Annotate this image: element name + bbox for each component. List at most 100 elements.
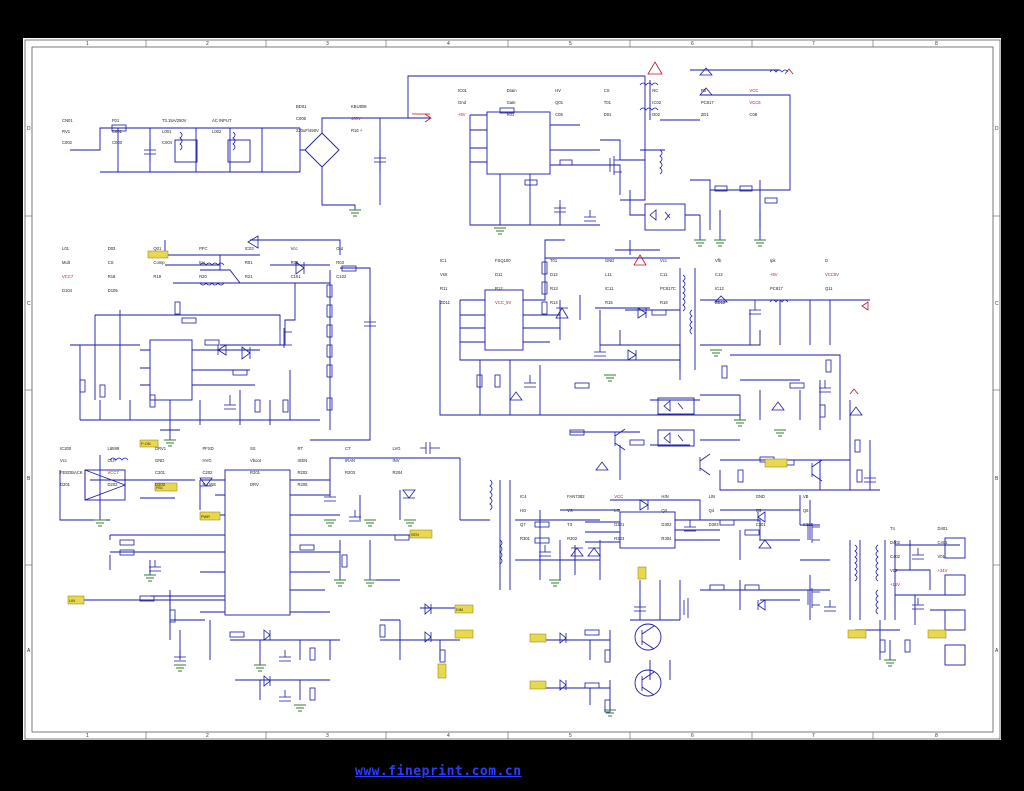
driver-component-label: FAN7382	[567, 494, 585, 499]
driver-component-label: D302	[661, 522, 672, 527]
driver-component-label: IC4	[520, 494, 527, 499]
llc-component-label: R202	[298, 470, 309, 475]
main_flyback-component-label: IC11	[605, 286, 614, 291]
border-column-label: 2	[206, 41, 209, 47]
border-column-label: 5	[569, 41, 572, 47]
standby-component-label: IC01	[458, 88, 468, 93]
main_flyback-component-label: R13	[550, 286, 558, 291]
supply-markers	[412, 61, 869, 395]
driver-component-label: Q3	[661, 508, 667, 513]
main_flyback-component-label: D	[825, 258, 828, 263]
border-column-label: 3	[326, 733, 329, 739]
pfc-component-label: R18	[108, 274, 116, 279]
border-row-label: B	[27, 476, 31, 482]
emi-component-label: C002	[62, 140, 73, 145]
ground-symbols	[94, 209, 896, 717]
driver-component-label: C301	[756, 522, 767, 527]
pfc-component-label: Out	[336, 246, 344, 251]
driver-component-label: D303	[709, 522, 720, 527]
pfc-component-label: Q01	[153, 246, 162, 251]
driver-component-label: D301	[614, 522, 625, 527]
output-component-label: T4	[890, 526, 896, 531]
output-component-label: V02	[890, 568, 898, 573]
border-row-label: B	[995, 476, 999, 482]
standby-component-label: HV	[555, 88, 561, 93]
main_flyback-component-label: R12	[495, 286, 503, 291]
pfc-component-label: Mult	[62, 260, 71, 265]
border-column-label: 2	[206, 733, 209, 739]
net-tag-label: SEN	[411, 533, 419, 537]
driver-component-label: Q4	[709, 508, 715, 513]
pfc-component-label: IC03	[245, 246, 255, 251]
llc-component-label: VCC7	[108, 470, 120, 475]
llc-component-label: C201	[155, 470, 166, 475]
main_flyback-component-label: VCC_5V	[495, 300, 511, 305]
driver-component-label: R302	[567, 536, 578, 541]
standby-component-label: CS	[604, 88, 610, 93]
emi-component-label: C001	[112, 129, 123, 134]
llc-component-label: IRAN	[345, 458, 355, 463]
pfc-component-label: R19	[153, 274, 161, 279]
border-row-label: A	[995, 648, 999, 654]
driver-component-label: Q6	[803, 508, 809, 513]
main_flyback-component-label: D11	[495, 272, 503, 277]
main_flyback-component-label: C12	[715, 272, 723, 277]
emi-component-label: F01	[112, 118, 120, 123]
main_flyback-component-label: R16	[660, 300, 668, 305]
standby-component-label: T01	[604, 100, 612, 105]
pfc-component-label: R03	[336, 260, 344, 265]
component-symbols	[79, 67, 924, 713]
main_flyback-component-label: IC12	[715, 286, 725, 291]
driver-component-label: LO	[614, 508, 620, 513]
border-row-label: C	[27, 301, 31, 307]
standby-component-label: D01	[604, 112, 612, 117]
llc-component-label: FEEDBACK	[60, 470, 83, 475]
main_flyback-component-label: PC817	[770, 286, 783, 291]
border-row-label: D	[995, 126, 999, 132]
output-component-label: D401	[938, 526, 949, 531]
main_flyback-component-label: GND	[605, 258, 614, 263]
bridge-component-label: C006	[296, 116, 307, 121]
standby-component-label: Drain	[507, 88, 518, 93]
standby-component-label: NC	[652, 88, 658, 93]
border-frame	[24, 39, 1001, 740]
llc-component-label: R201	[250, 470, 261, 475]
net-tag-label: DIM	[456, 608, 463, 612]
border-column-label: 1	[86, 733, 89, 739]
standby-component-label: C05	[555, 112, 563, 117]
llc-component-label: R204	[393, 470, 404, 475]
llc-component-label: IC200	[60, 446, 72, 451]
pfc-component-label: D105	[108, 288, 119, 293]
main_flyback-component-label: PC817C	[660, 286, 676, 291]
standby-component-label: Gnd	[458, 100, 467, 105]
wires	[59, 69, 966, 710]
main_flyback-component-label: Vcc	[660, 258, 667, 263]
llc-component-label: C202	[203, 470, 214, 475]
llc-component-label: SS	[250, 446, 256, 451]
main_flyback-component-label: +5V	[770, 272, 778, 277]
driver-component-label: GND	[756, 494, 765, 499]
driver-component-label: LIN	[709, 494, 716, 499]
emi-component-label: T3.15A/250V	[162, 118, 187, 123]
pfc-component-label: CS	[108, 260, 114, 265]
pfc-component-label: R20	[199, 274, 207, 279]
main_flyback-component-label: VCC5V	[825, 272, 839, 277]
emi-component-label: L001	[162, 129, 172, 134]
pfc-component-label: Vcc	[291, 246, 298, 251]
driver-component-label: Q5	[756, 508, 762, 513]
main_flyback-component-label: ZD12	[715, 300, 726, 305]
standby-component-label: C08	[749, 112, 757, 117]
output-component-label: C401	[938, 540, 949, 545]
output-component-label: +12V	[890, 582, 900, 587]
pfc-component-label: D03	[108, 246, 116, 251]
border-column-label: 4	[447, 41, 450, 47]
footer-url[interactable]: www.fineprint.com.cn	[355, 764, 522, 779]
pfc-component-label: Inv	[199, 260, 205, 265]
driver-component-label: R304	[661, 536, 672, 541]
emi-component-label: CN01	[62, 118, 73, 123]
output-component-label: C402	[890, 554, 901, 559]
standby-component-label: FB	[701, 88, 707, 93]
main_flyback-component-label: Ipk	[770, 258, 776, 263]
llc-component-label: L6599	[108, 446, 120, 451]
